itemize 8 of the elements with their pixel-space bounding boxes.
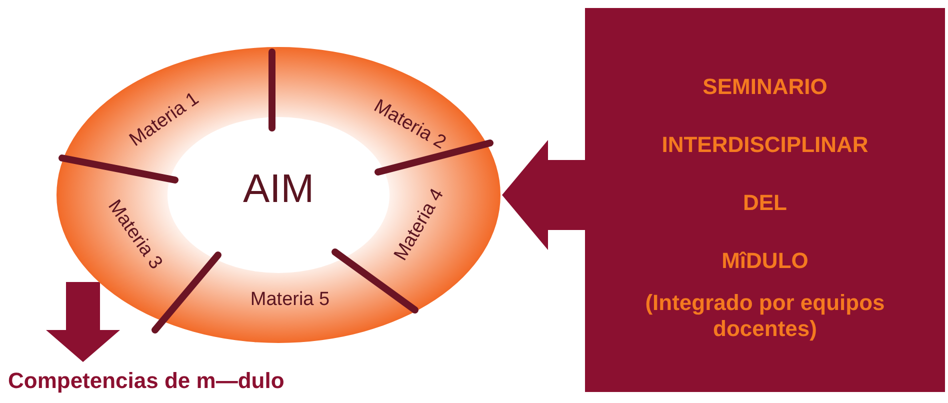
outcome-label: Competencias de m—dulo bbox=[8, 368, 284, 394]
box-subtitle: (Integrado por equipos docentes) bbox=[644, 290, 886, 342]
center-label: AIM bbox=[242, 167, 316, 212]
block-arrow bbox=[46, 282, 120, 362]
segment-label: Materia 5 bbox=[250, 289, 330, 311]
donut-ring bbox=[55, 45, 502, 345]
block-arrow bbox=[502, 140, 585, 250]
seminar-box bbox=[585, 8, 945, 392]
